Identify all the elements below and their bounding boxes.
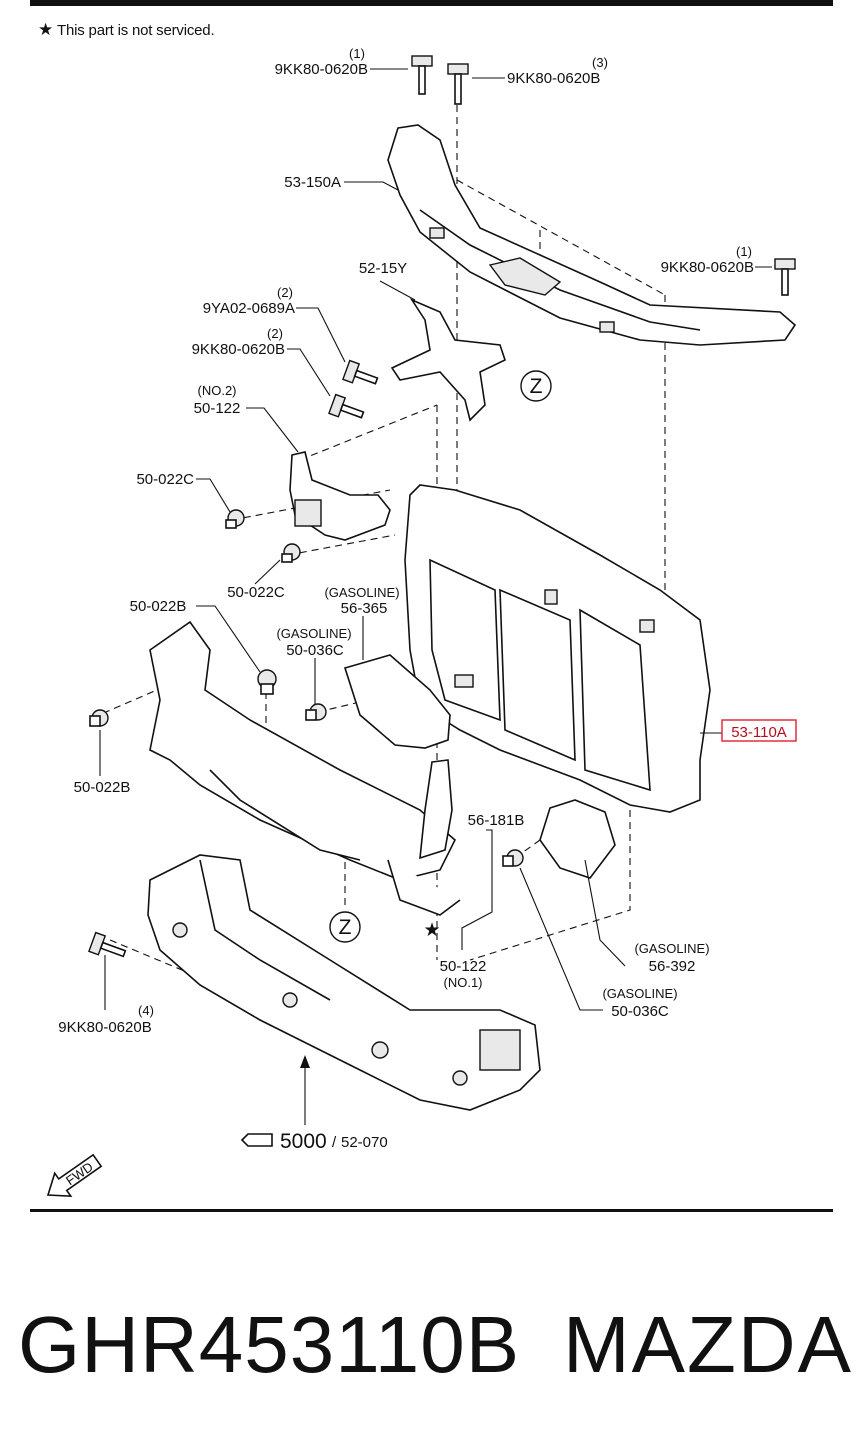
callout-note: (NO.2): [198, 383, 237, 398]
callout-code: 50-036C: [611, 1003, 669, 1020]
reference-group-number: 52-070: [341, 1134, 388, 1151]
callout-code: 52-15Y: [359, 260, 407, 277]
callout-code: 56-392: [649, 958, 696, 975]
parts-diagram: Z Z ★ FWD (1) 9KK80-0620B (3): [46, 46, 797, 1198]
part-number-title: GHR453110B: [18, 1300, 521, 1389]
reference-main-number: 5000: [280, 1130, 327, 1153]
header-note: ★This part is not serviced.: [38, 20, 215, 40]
brand-name: MAZDA: [563, 1300, 853, 1389]
callout-code: 9YA02-0689A: [203, 300, 295, 317]
reference-label: 5000 / 52-070: [240, 1130, 388, 1153]
header-note-text: This part is not serviced.: [57, 22, 215, 39]
callout-qty: (2): [277, 285, 293, 300]
duct-392-part: [539, 799, 616, 879]
callout-code: 50-022B: [74, 779, 131, 796]
callout-qty: (4): [138, 1003, 154, 1018]
callout-code: 50-022C: [227, 584, 285, 601]
callout-note: (GASOLINE): [324, 585, 399, 600]
star-icon: ★: [38, 20, 54, 39]
callout-code: 9KK80-0620B: [192, 341, 285, 358]
view-z-markers: Z Z: [329, 370, 552, 943]
top-rule: [30, 0, 833, 6]
callout-code: 9KK80-0620B: [58, 1019, 151, 1036]
callout-qty: (2): [267, 326, 283, 341]
view-z-label-top: Z: [530, 375, 543, 398]
callout-note: (GASOLINE): [276, 626, 351, 641]
callout-labels: (1) 9KK80-0620B (3) 9KK80-0620B 53-150A …: [58, 46, 797, 1036]
callout-code: 50-036C: [286, 642, 344, 659]
callout-code: 9KK80-0620B: [275, 61, 368, 78]
highlight-box: [721, 719, 797, 742]
bracket-part: [390, 298, 506, 422]
leader-lines: [99, 68, 772, 1125]
view-z-label-bottom: Z: [339, 916, 352, 939]
clip-icons: [89, 509, 524, 867]
reference-pointer-icon: [240, 1133, 273, 1147]
callout-note: (GASOLINE): [602, 986, 677, 1001]
callout-code: 56-181B: [468, 812, 525, 829]
duct-365-part: [343, 654, 451, 749]
not-serviced-star-icon: ★: [423, 919, 440, 941]
callout-qty: (3): [592, 55, 608, 70]
callout-code: 9KK80-0620B: [661, 259, 754, 276]
callout-note: (NO.1): [444, 975, 483, 990]
callout-qty: (1): [349, 46, 365, 61]
reference-slash: /: [332, 1134, 337, 1151]
callout-code: 9KK80-0620B: [507, 70, 600, 87]
callout-code: 50-022B: [130, 598, 187, 615]
arrow-head-icon: [300, 1055, 310, 1068]
callout-code: 50-122: [194, 400, 241, 417]
callout-code: 56-365: [341, 600, 388, 617]
bolt-icons: [88, 55, 796, 958]
bottom-rule: [30, 1209, 833, 1212]
radiator-support-part: [404, 484, 711, 813]
callout-code: 50-022C: [136, 471, 194, 488]
callout-qty: (1): [736, 244, 752, 259]
guide-no2-part: [289, 451, 391, 541]
callout-code-highlighted: 53-110A: [731, 724, 787, 741]
callout-note: (GASOLINE): [634, 941, 709, 956]
bumper-reinforcement-part: [149, 620, 461, 916]
deflector-part: [419, 759, 453, 860]
upper-member-part: [387, 124, 797, 346]
callout-code: 50-122: [440, 958, 487, 975]
callout-code: 53-150A: [284, 174, 341, 191]
lower-absorber-part: [147, 854, 541, 1111]
fwd-arrow-icon: FWD: [46, 1153, 103, 1198]
